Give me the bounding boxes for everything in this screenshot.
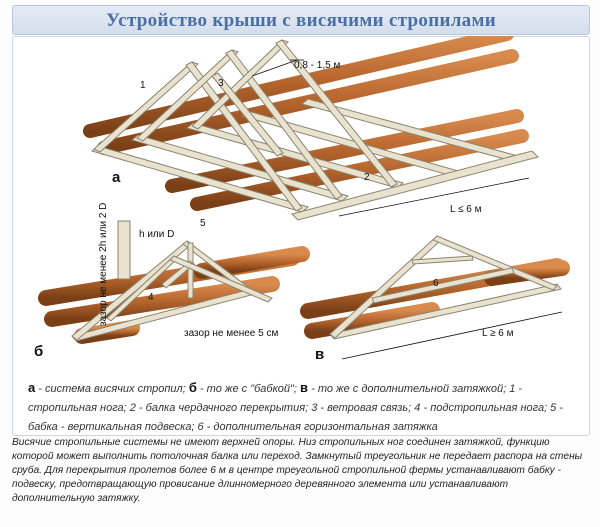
legend-text-a: - система висячих стропил;: [35, 383, 189, 395]
span-max-label: L ≤ 6 м: [450, 204, 482, 215]
title-bar: Устройство крыши с висячими стропилами: [12, 5, 590, 35]
roof-diagram: 0,8 - 1,5 м L ≤ 6 м 1 3 2 а: [34, 36, 570, 363]
legend-items: 1 - стропильная нога; 2 - балка чердачно…: [28, 383, 564, 433]
log: [165, 109, 524, 193]
wind-brace: [211, 72, 284, 157]
label-6: 6: [433, 278, 439, 289]
figure-b: h или D зазор не менее 2h или 2 D зазор …: [34, 203, 310, 360]
gap-top-label: зазор не менее 2h или 2 D: [98, 203, 109, 326]
gap-bottom-label: зазор не менее 5 см: [184, 328, 278, 339]
log: [304, 302, 440, 339]
label-1: 1: [140, 80, 146, 91]
page-title: Устройство крыши с висячими стропилами: [106, 10, 496, 31]
figure-a-letter: а: [112, 169, 121, 186]
king-post: [187, 242, 194, 299]
legend-key-a: а: [28, 380, 36, 395]
log: [83, 36, 514, 138]
figure-v: L ≥ 6 м 6 в: [300, 235, 570, 363]
legend-key-b: б: [188, 380, 197, 395]
span-min-label: L ≥ 6 м: [482, 328, 514, 339]
figure-b-letter: б: [34, 343, 43, 360]
label-5: 5: [200, 218, 206, 229]
log: [44, 276, 280, 327]
legend-text-v: - то же с дополнительной затяжкой;: [308, 383, 510, 395]
legend-text-b: - то же с "бабкой";: [196, 383, 301, 395]
label-3: 3: [218, 78, 224, 89]
spacing-label: 0,8 - 1,5 м: [294, 60, 340, 71]
figure-v-letter: в: [315, 346, 324, 363]
legend: а - система висячих стропил; б - то же с…: [28, 378, 573, 437]
figure-a: 0,8 - 1,5 м L ≤ 6 м 1 3 2 а: [83, 36, 539, 221]
footer-note: Висячие стропильные системы не имеют вер…: [12, 437, 583, 504]
label-4: 4: [148, 292, 154, 303]
label-2: 2: [364, 172, 370, 183]
legend-key-v: в: [300, 380, 309, 395]
ceiling-beam: [291, 150, 539, 221]
h-or-d-label: h или D: [139, 229, 174, 240]
extra-tie: [371, 267, 515, 304]
